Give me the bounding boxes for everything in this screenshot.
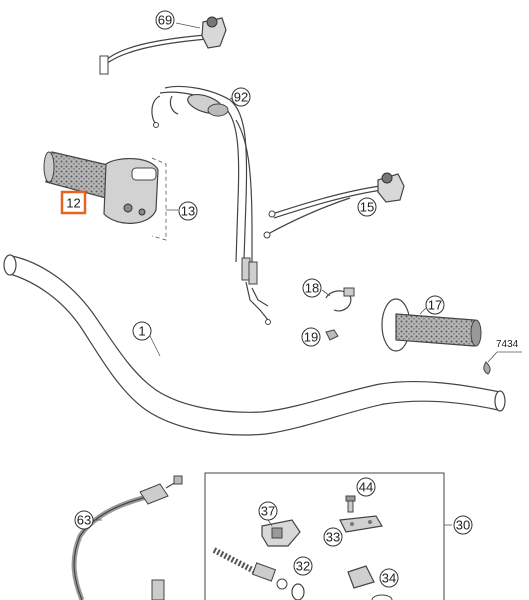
part-32-plunger xyxy=(212,547,305,600)
callout-label: 12 xyxy=(66,196,80,211)
callout-label: 18 xyxy=(305,281,319,296)
callout-label: 13 xyxy=(181,204,195,219)
part-34-lever xyxy=(347,565,393,600)
callout-15: 15 xyxy=(357,197,377,217)
callout-label: 1 xyxy=(138,324,145,339)
callout-19: 19 xyxy=(301,327,321,347)
part-7434-plug xyxy=(483,351,522,375)
callout-12-highlighted: 12 xyxy=(60,190,87,215)
callout-18: 18 xyxy=(302,278,322,298)
callout-label: 15 xyxy=(360,200,374,215)
callout-label: 30 xyxy=(456,518,470,533)
callout-label: 34 xyxy=(382,571,396,586)
callout-13: 13 xyxy=(178,201,198,221)
callout-label: 44 xyxy=(359,480,373,495)
callout-34: 34 xyxy=(379,568,399,588)
part-17-grip xyxy=(381,298,482,352)
part-63-cable xyxy=(71,475,183,600)
part-19-clip xyxy=(325,329,339,341)
part-30-kit-box xyxy=(204,472,452,600)
callout-label: 63 xyxy=(77,513,91,528)
callout-7434: 7434 xyxy=(496,339,519,350)
part-12-throttle-grip xyxy=(43,151,178,241)
part-69-switch xyxy=(99,16,227,75)
callout-44: 44 xyxy=(356,477,376,497)
part-92-throttle-cables xyxy=(151,85,271,325)
callout-label: 19 xyxy=(304,330,318,345)
callout-63: 63 xyxy=(74,510,94,530)
callout-69: 69 xyxy=(155,10,175,30)
callout-33: 33 xyxy=(323,527,343,547)
callout-1: 1 xyxy=(132,321,152,341)
callout-label: 69 xyxy=(158,13,172,28)
callout-label: 7434 xyxy=(496,339,519,350)
callout-label: 92 xyxy=(234,90,248,105)
callout-label: 33 xyxy=(326,530,340,545)
callout-label: 17 xyxy=(428,298,442,313)
callout-30: 30 xyxy=(453,515,473,535)
callout-37: 37 xyxy=(258,501,278,521)
callout-32: 32 xyxy=(293,556,313,576)
part-1-handlebar xyxy=(3,254,506,436)
callout-92: 92 xyxy=(231,87,251,107)
part-18-cable-tie xyxy=(321,287,355,312)
callout-17: 17 xyxy=(425,295,445,315)
callout-label: 32 xyxy=(296,559,310,574)
part-15-switch xyxy=(263,172,405,239)
part-37-housing xyxy=(261,519,301,547)
callout-label: 37 xyxy=(261,504,275,519)
part-33-cover xyxy=(339,515,383,533)
